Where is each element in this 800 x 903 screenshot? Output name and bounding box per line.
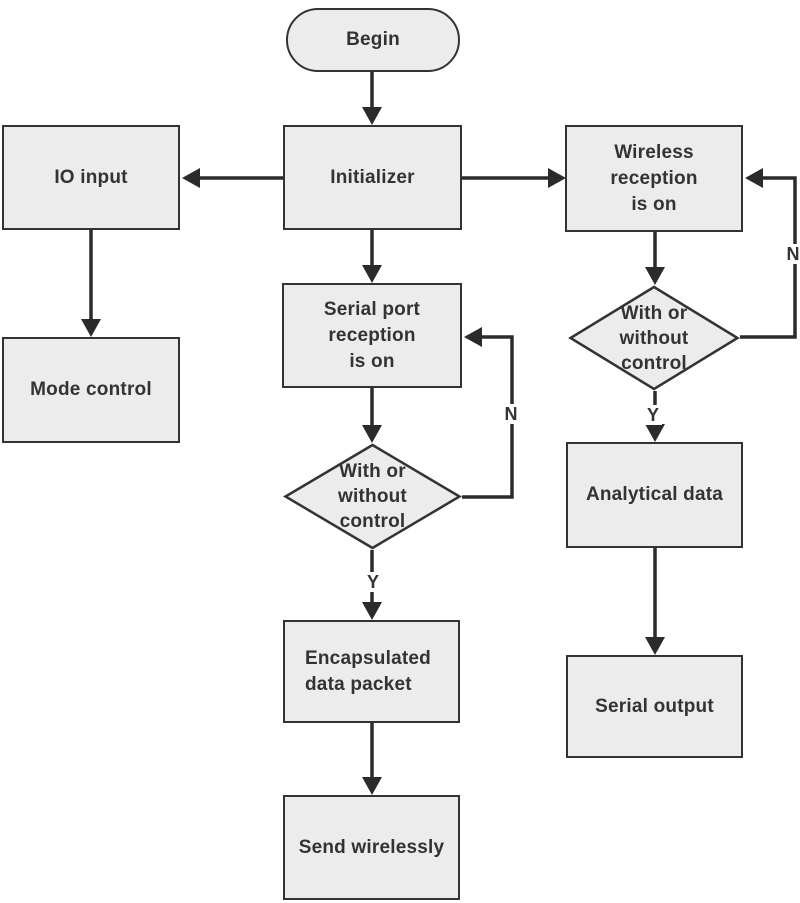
node-serial-port-reception: Serial port reception is on bbox=[282, 283, 462, 388]
arrowhead-left-icon bbox=[182, 168, 200, 188]
arrowhead-down-icon bbox=[362, 107, 382, 125]
node-decision-center: With or without control bbox=[283, 443, 462, 550]
node-decision-center-label: With or without control bbox=[338, 461, 407, 532]
arrowhead-down-icon bbox=[645, 267, 665, 285]
decision-diamond-shape bbox=[283, 443, 462, 550]
node-wireless-reception-label: Wireless reception is on bbox=[610, 141, 698, 215]
node-initializer-label: Initializer bbox=[330, 166, 415, 188]
arrowhead-left-icon bbox=[464, 327, 482, 347]
node-begin-label: Begin bbox=[346, 29, 400, 50]
node-decision-right-label: With or without control bbox=[619, 302, 689, 374]
arrowhead-down-icon bbox=[81, 319, 101, 337]
node-send-wirelessly-label: Send wirelessly bbox=[298, 836, 445, 858]
edge-label-right-yes: Y bbox=[643, 405, 663, 425]
arrowhead-left-icon bbox=[745, 168, 763, 188]
node-initializer: Initializer bbox=[283, 125, 462, 230]
node-wireless-reception: Wireless reception is on bbox=[565, 125, 743, 232]
node-encapsulated-data-packet-label: Encapsulated data packet bbox=[305, 647, 431, 695]
edge-label-center-no: N bbox=[501, 404, 521, 424]
decision-diamond-shape bbox=[568, 285, 740, 391]
node-decision-right: With or without control bbox=[568, 285, 740, 391]
edge-label-right-no: N bbox=[783, 244, 800, 264]
arrowhead-down-icon bbox=[362, 425, 382, 443]
node-mode-control-label: Mode control bbox=[30, 379, 152, 400]
arrowhead-down-icon bbox=[362, 265, 382, 283]
node-send-wirelessly: Send wirelessly bbox=[283, 795, 460, 900]
arrowhead-down-icon bbox=[362, 602, 382, 620]
node-serial-output: Serial output bbox=[566, 655, 743, 758]
node-serial-output-label: Serial output bbox=[595, 695, 714, 717]
node-io-input: IO input bbox=[2, 125, 180, 230]
edge-label-center-yes: Y bbox=[363, 572, 383, 592]
node-analytical-data: Analytical data bbox=[566, 442, 743, 548]
node-analytical-data-label: Analytical data bbox=[585, 484, 724, 505]
arrowhead-down-icon bbox=[362, 777, 382, 795]
node-encapsulated-data-packet: Encapsulated data packet bbox=[283, 620, 460, 723]
node-serial-port-reception-label: Serial port reception is on bbox=[323, 298, 421, 372]
arrowhead-down-icon bbox=[645, 424, 665, 442]
arrowhead-right-icon bbox=[548, 168, 566, 188]
arrowhead-down-icon bbox=[645, 637, 665, 655]
node-begin: Begin bbox=[286, 8, 460, 72]
node-mode-control: Mode control bbox=[2, 337, 180, 443]
node-io-input-label: IO input bbox=[54, 166, 128, 188]
